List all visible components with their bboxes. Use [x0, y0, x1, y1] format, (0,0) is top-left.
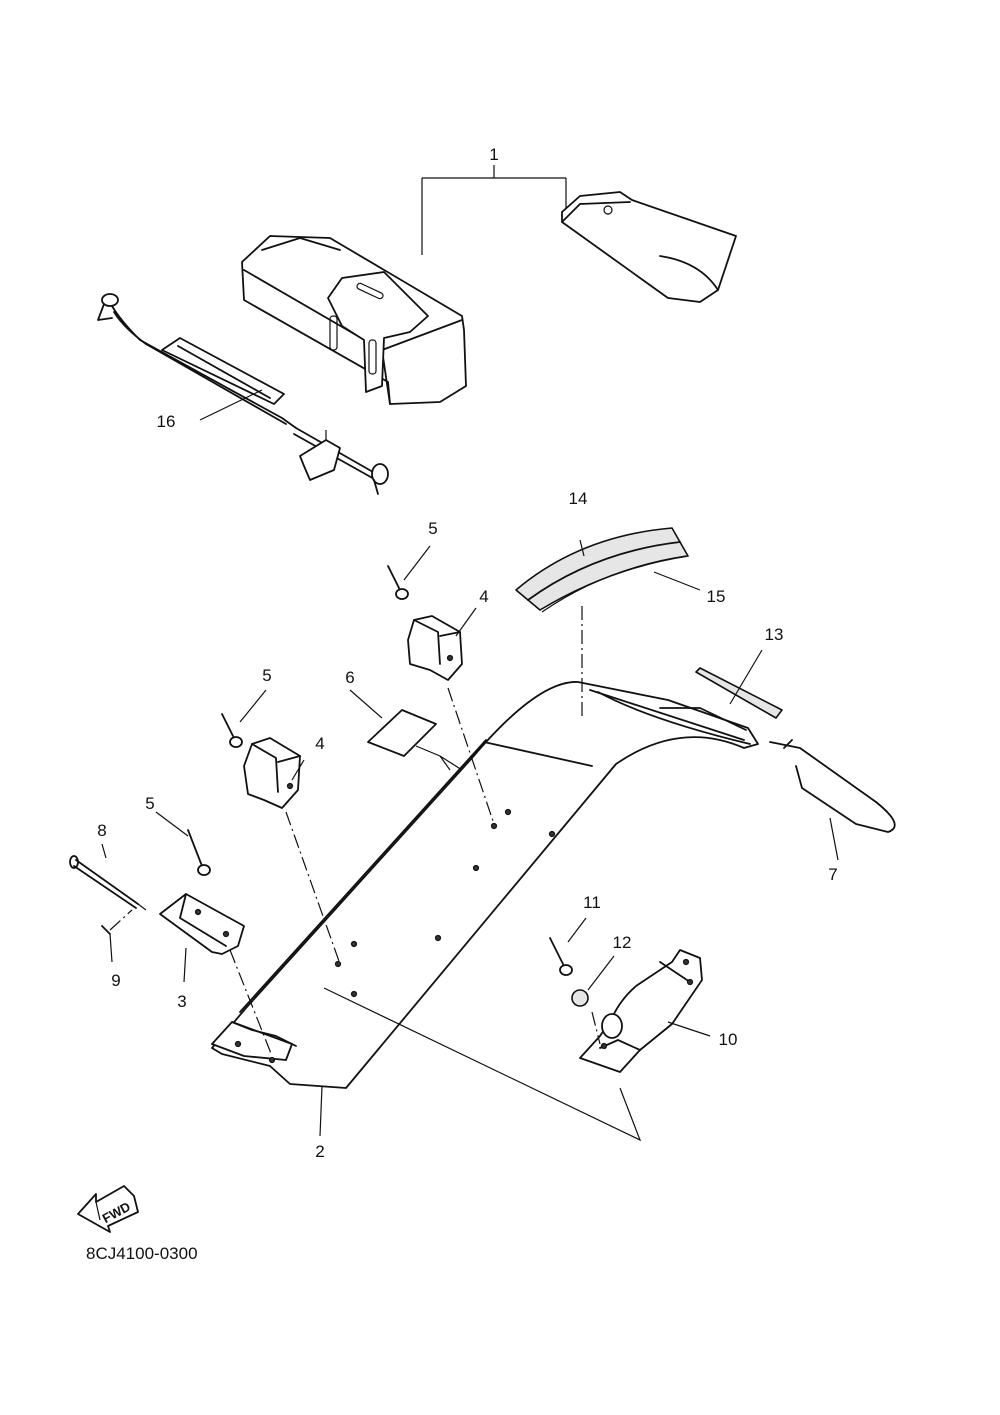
part-6-label [367, 709, 463, 771]
part-8-pin [69, 855, 139, 909]
callout-5-top: 5 [428, 519, 437, 538]
callout-12: 12 [613, 933, 632, 952]
part-10-lock-bracket [579, 949, 703, 1073]
part-7-rod [769, 739, 896, 833]
callout-13: 13 [765, 625, 784, 644]
callout-2: 2 [315, 1142, 324, 1161]
part-1-tool-bag [241, 165, 737, 405]
callout-3: 3 [177, 992, 186, 1011]
callout-7: 7 [828, 865, 837, 884]
callout-5-mid: 5 [262, 666, 271, 685]
callout-9: 9 [111, 971, 120, 990]
leader-lines [101, 389, 839, 1142]
callout-4-lower: 4 [315, 734, 324, 753]
part-11-screw [549, 937, 573, 976]
fwd-arrow-icon: FWD [77, 1185, 139, 1233]
part-5-screw-mid [221, 713, 243, 748]
callout-6: 6 [345, 668, 354, 687]
callout-5-low: 5 [145, 794, 154, 813]
part-16-cable [97, 293, 389, 495]
part-4-bracket-upper [407, 615, 463, 681]
callout-16: 16 [157, 412, 176, 431]
part-3-hinge [159, 893, 245, 955]
callout-4-upper: 4 [479, 587, 488, 606]
callout-8: 8 [97, 821, 106, 840]
part-12-nut [571, 989, 589, 1007]
part-14-15-pad [515, 527, 689, 613]
callout-10: 10 [719, 1030, 738, 1049]
diagram-code: 8CJ4100-0300 [86, 1244, 198, 1263]
part-2-fender-plate [211, 681, 759, 1089]
callout-14: 14 [569, 489, 588, 508]
part-9-clip [101, 925, 111, 935]
part-5-screw-low [187, 829, 211, 876]
part-13-strip [695, 667, 783, 719]
part-4-bracket-lower [243, 737, 301, 809]
callout-11: 11 [583, 893, 601, 912]
callout-15: 15 [707, 587, 726, 606]
callout-1: 1 [489, 145, 498, 164]
part-5-screw-top [387, 565, 409, 600]
